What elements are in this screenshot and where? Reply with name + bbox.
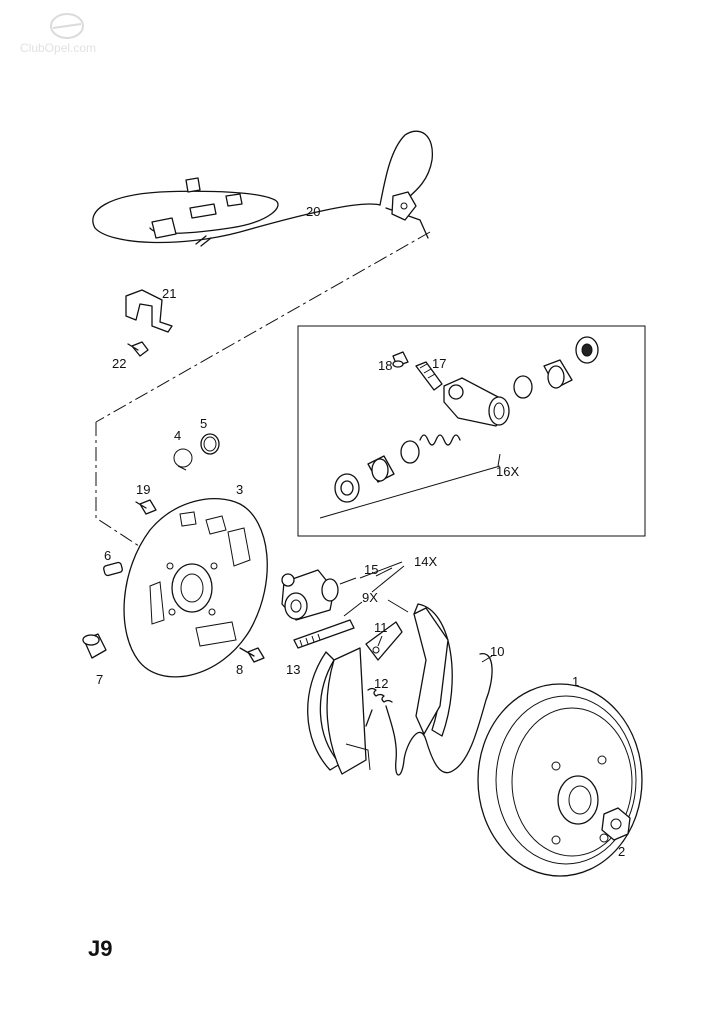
label-3: 3 <box>236 482 243 497</box>
page-code: J9 <box>88 936 113 961</box>
label-12: 12 <box>374 676 388 691</box>
watermark-logo: ClubOpel.com <box>12 8 122 58</box>
label-6: 6 <box>104 548 111 563</box>
label-22: 22 <box>112 356 126 371</box>
brake-drum-part-1[interactable] <box>477 683 643 877</box>
brake-shoe-right[interactable] <box>413 603 453 737</box>
label-2: 2 <box>618 844 625 859</box>
bolt-part-8[interactable] <box>239 647 265 663</box>
label-13: 13 <box>286 662 300 677</box>
screw-part-19[interactable] <box>135 499 157 515</box>
bleeder-cap-part-18[interactable] <box>392 351 409 368</box>
label-11: 11 <box>374 620 388 635</box>
label-7: 7 <box>96 672 103 687</box>
label-19: 19 <box>136 482 150 497</box>
ring-part-5[interactable] <box>200 433 220 455</box>
label-10: 10 <box>490 644 504 659</box>
label-4: 4 <box>174 428 181 443</box>
label-17: 17 <box>432 356 446 371</box>
bracket-part-21[interactable] <box>125 289 173 333</box>
handbrake-cable-part-10[interactable] <box>385 653 493 776</box>
adjuster-strut-part-13[interactable] <box>293 619 355 649</box>
label-16x: 16X <box>496 464 519 479</box>
watermark-text: ClubOpel.com <box>20 41 96 55</box>
wheel-cylinder-part-15[interactable] <box>281 569 339 621</box>
leader-lines <box>339 561 493 663</box>
label-1: 1 <box>572 674 579 689</box>
spring-part-12[interactable] <box>365 687 393 727</box>
wheel-cylinder-inset: 18 17 16X <box>297 325 646 537</box>
piston-left[interactable] <box>367 455 395 483</box>
plug-part-6[interactable] <box>103 561 123 577</box>
label-14x: 14X <box>414 554 437 569</box>
label-8: 8 <box>236 662 243 677</box>
brake-shoe-left[interactable] <box>307 647 371 775</box>
reference-lines <box>95 231 431 549</box>
adjuster-part-7[interactable] <box>82 633 107 659</box>
dust-boot-right[interactable] <box>575 336 599 364</box>
label-18: 18 <box>378 358 392 373</box>
label-21: 21 <box>162 286 176 301</box>
label-9x: 9X <box>362 590 378 605</box>
cylinder-body[interactable] <box>443 377 510 427</box>
label-15: 15 <box>364 562 378 577</box>
bleeder-screw-part-17[interactable] <box>415 361 443 391</box>
piston-right[interactable] <box>543 359 573 389</box>
bolt-part-22[interactable] <box>127 341 149 357</box>
backing-plate-part-3[interactable] <box>123 498 268 678</box>
clip-part-4[interactable] <box>173 448 193 471</box>
seal-ring-right[interactable] <box>513 375 533 399</box>
seal-ring-left[interactable] <box>400 440 420 464</box>
lever-part-11[interactable] <box>365 621 403 661</box>
cylinder-spring[interactable] <box>419 434 461 446</box>
abs-sensor-cable[interactable] <box>92 130 433 247</box>
label-5: 5 <box>200 416 207 431</box>
label-20: 20 <box>306 204 320 219</box>
dust-boot-left[interactable] <box>334 473 360 503</box>
hub-nut-part-2[interactable] <box>601 807 631 841</box>
